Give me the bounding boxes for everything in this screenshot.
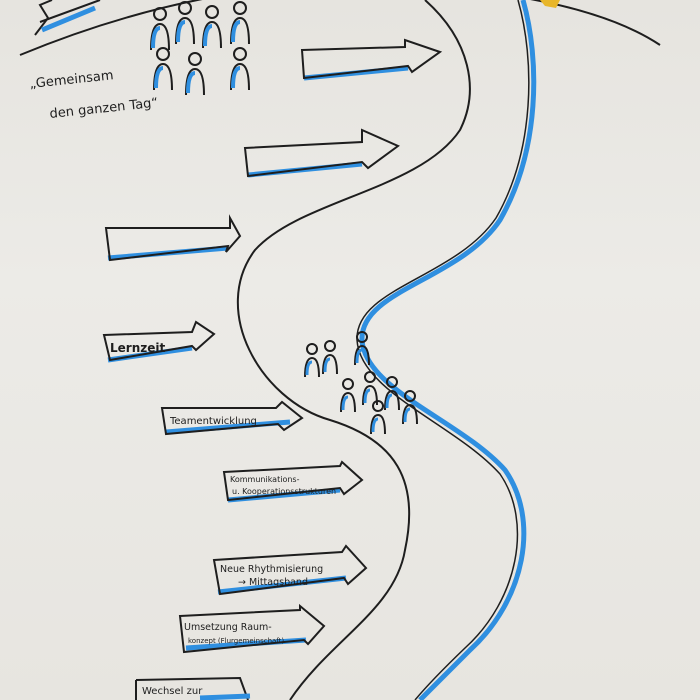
arrow-sign-2 <box>243 128 400 178</box>
arrow-sign-7: Neue Rhythmisierung → Mittagsband <box>212 544 368 596</box>
arrow-label-8a: Umsetzung Raum- <box>184 622 272 633</box>
road-left-edge <box>236 0 471 700</box>
road-right-edge-outline <box>356 0 530 700</box>
people-group-road-icon <box>304 331 418 435</box>
arrow-sign-4: Lernzeit <box>102 320 216 363</box>
arrow-sign-9: Wechsel zur <box>135 676 251 700</box>
arrow-sign-1 <box>300 38 443 81</box>
zigzag-arrow-icon <box>34 0 101 36</box>
arrow-label-7a: Neue Rhythmisierung <box>220 564 323 575</box>
arrow-label-6a: Kommunikations- <box>230 475 300 484</box>
arrow-label-7b: → Mittagsband <box>238 577 308 588</box>
arrow-label-6b: u. Kooperationsstrukturen <box>232 487 336 496</box>
people-group-top-icon <box>150 1 250 96</box>
road-right-edge <box>359 0 537 700</box>
arrow-label-4: Lernzeit <box>110 341 165 355</box>
horizon-arc <box>19 0 661 56</box>
quote-line-1: „Gemeinsam <box>29 68 114 92</box>
arrow-sign-8: Umsetzung Raum- konzept (Flurgemeinschaf… <box>178 603 326 654</box>
arrow-sign-3 <box>104 214 242 262</box>
arrow-sign-5: Teamentwicklung <box>160 400 304 436</box>
sun-icon <box>540 0 560 8</box>
arrow-label-5: Teamentwicklung <box>169 416 257 427</box>
arrow-label-8b: konzept (Flurgemeinschaft) <box>188 637 284 645</box>
arrow-label-9: Wechsel zur <box>142 686 203 697</box>
quote-line-2: den ganzen Tag“ <box>49 96 159 122</box>
arrow-sign-6: Kommunikations- u. Kooperationsstrukture… <box>222 460 364 503</box>
